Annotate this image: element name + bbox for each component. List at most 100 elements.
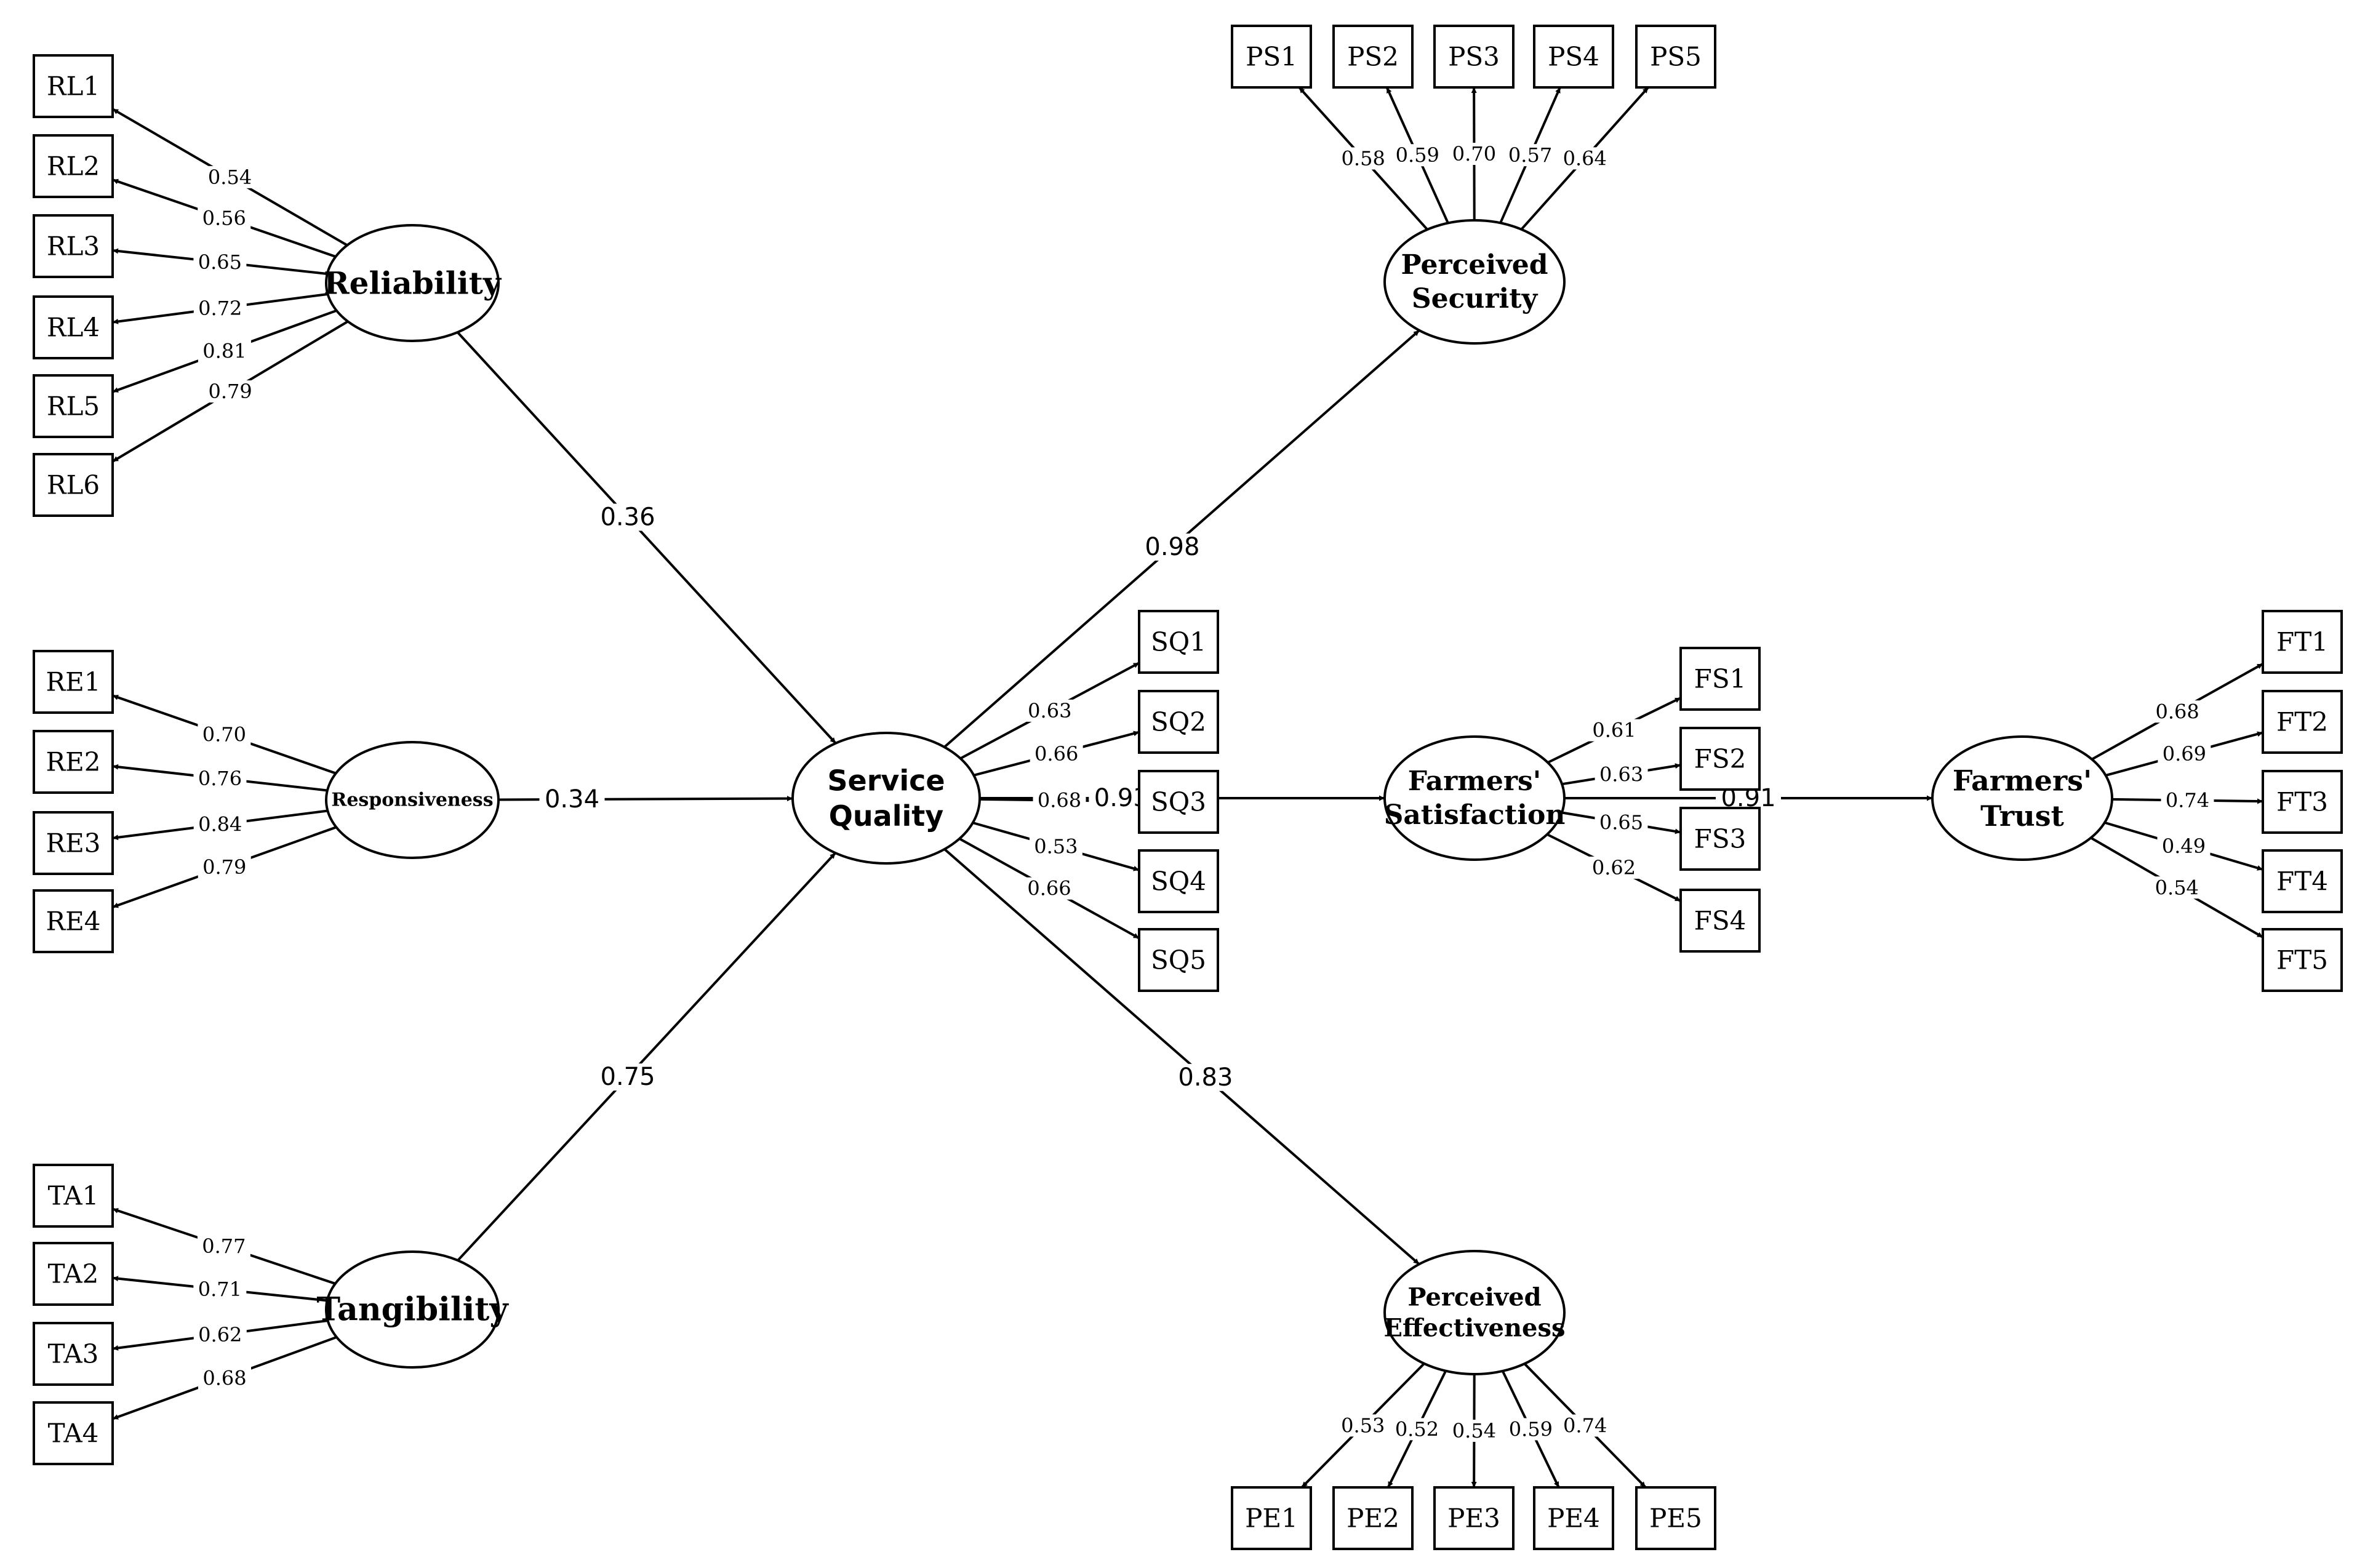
indicator-box (33, 214, 114, 278)
indicator-box (1138, 610, 1219, 674)
indicator-box (33, 889, 114, 953)
path-coefficient-service_quality-to-perceived_security: 0.98 (1145, 533, 1199, 561)
loading-label-rl3: 0.65 (198, 250, 242, 274)
indicator-sq3: SQ3 (1138, 770, 1219, 834)
loading-label-re3: 0.84 (198, 813, 242, 836)
indicator-label: RL3 (47, 231, 100, 262)
loading-label-sq2: 0.66 (1034, 742, 1078, 766)
path-coefficient-service_quality-to-perceived_effectiveness-bg (1172, 1063, 1238, 1091)
loading-label-sq4-bg (1029, 835, 1082, 858)
loading-label-rl2: 0.56 (202, 207, 246, 230)
loading-label-ps4: 0.57 (1508, 143, 1552, 167)
loading-label-rl2-bg (198, 207, 251, 230)
indicator-box (1679, 889, 1761, 953)
latent-farmers-satisfaction: Farmers'Satisfaction (1383, 735, 1566, 861)
indicator-label: PS3 (1448, 42, 1500, 72)
indicator-ta1: TA1 (33, 1164, 114, 1228)
indicator-label: FT2 (2276, 707, 2328, 737)
path-arrow-tangibility-to-service_quality (457, 852, 836, 1262)
indicator-box (33, 453, 114, 517)
indicator-box (33, 650, 114, 714)
indicator-fs4: FS4 (1679, 889, 1761, 953)
loading-label-ta1-bg (197, 1235, 250, 1258)
loading-label-ta3: 0.62 (198, 1323, 242, 1346)
indicator-ft1: FT1 (2262, 610, 2343, 674)
loading-label-pe2: 0.52 (1395, 1417, 1439, 1441)
indicator-label: FS2 (1694, 744, 1747, 774)
indicator-label: FT4 (2276, 866, 2328, 897)
labels-layer: 0.540.560.650.720.810.790.700.760.840.79… (193, 142, 2214, 1442)
indicator-label: PS1 (1246, 42, 1297, 72)
latent-ellipse (1931, 735, 2113, 861)
indicator-box (2262, 928, 2343, 992)
indicator-label: RL6 (47, 470, 100, 500)
indicator-label: PE5 (1649, 1503, 1702, 1534)
indicator-label: SQ4 (1151, 866, 1206, 897)
loading-label-rl1: 0.54 (208, 166, 252, 189)
indicator-box (1433, 1486, 1515, 1550)
indicator-label: RL1 (47, 71, 100, 102)
indicator-box (1635, 1486, 1716, 1550)
loading-label-rl5: 0.81 (202, 340, 246, 363)
loading-label-fs1-bg (1588, 719, 1641, 742)
latent-label: Farmers' (1408, 766, 1542, 797)
loading-label-rl3-bg (193, 250, 247, 273)
indicator-ft5: FT5 (2262, 928, 2343, 992)
indicator-re1: RE1 (33, 650, 114, 714)
loading-label-ta3-bg (193, 1323, 247, 1346)
loading-label-ps2-bg (1391, 144, 1444, 167)
loading-label-pe4-bg (1504, 1418, 1558, 1441)
loading-label-rl4: 0.72 (198, 297, 242, 320)
indicator-label: FS1 (1694, 664, 1747, 694)
latent-label: Farmers' (1953, 764, 2092, 797)
loading-label-ft1: 0.68 (2155, 700, 2199, 723)
indicator-fs1: FS1 (1679, 647, 1761, 711)
loading-label-ft1-bg (2151, 700, 2204, 723)
indicator-box (33, 374, 114, 438)
indicator-label: FT1 (2276, 627, 2328, 657)
indicator-box (2262, 849, 2343, 913)
indicator-box (1679, 647, 1761, 711)
latent-responsiveness: Responsiveness (325, 741, 500, 859)
indicator-box (1231, 25, 1312, 89)
indicator-box (1679, 807, 1761, 871)
latent-label: Reliability (324, 265, 502, 302)
indicator-box (33, 1164, 114, 1228)
indicator-pe1: PE1 (1231, 1486, 1312, 1550)
indicator-label: PS5 (1650, 42, 1702, 72)
loading-label-sq5-bg (1023, 877, 1076, 900)
indicator-box (1332, 25, 1414, 89)
indicator-ps1: PS1 (1231, 25, 1312, 89)
indicator-box (2262, 610, 2343, 674)
indicator-sq4: SQ4 (1138, 849, 1219, 913)
loading-label-fs4: 0.62 (1592, 856, 1636, 879)
latent-label: Trust (1980, 799, 2064, 833)
latent-label: Service (827, 764, 945, 797)
loading-label-re2: 0.76 (198, 767, 242, 790)
loading-label-pe3-bg (1447, 1420, 1501, 1442)
indicator-rl2: RL2 (33, 134, 114, 198)
indicator-rl5: RL5 (33, 374, 114, 438)
indicator-box (33, 1401, 114, 1465)
loading-label-ta2-bg (193, 1278, 247, 1301)
indicator-ta4: TA4 (33, 1401, 114, 1465)
indicator-label: RE1 (46, 667, 100, 697)
loading-label-ft4-bg (2157, 834, 2211, 857)
loading-label-rl5-bg (198, 340, 251, 362)
latent-ellipse (325, 1250, 500, 1369)
loading-label-ft3-bg (2161, 789, 2214, 812)
loading-label-rl1-bg (203, 166, 257, 188)
indicator-label: TA2 (48, 1259, 99, 1289)
indicator-ft4: FT4 (2262, 849, 2343, 913)
latent-label: Effectiveness (1383, 1314, 1565, 1343)
indicator-box (1533, 1486, 1614, 1550)
path-coefficient-reliability-to-service_quality: 0.36 (600, 503, 655, 531)
indicator-fs3: FS3 (1679, 807, 1761, 871)
indicator-box (1679, 727, 1761, 791)
indicator-rl3: RL3 (33, 214, 114, 278)
loading-label-pe5: 0.74 (1563, 1414, 1607, 1438)
indicator-box (2262, 690, 2343, 754)
path-coefficient-tangibility-to-service_quality-bg (595, 1063, 661, 1091)
path-coefficient-responsiveness-to-service_quality-bg (539, 785, 605, 813)
